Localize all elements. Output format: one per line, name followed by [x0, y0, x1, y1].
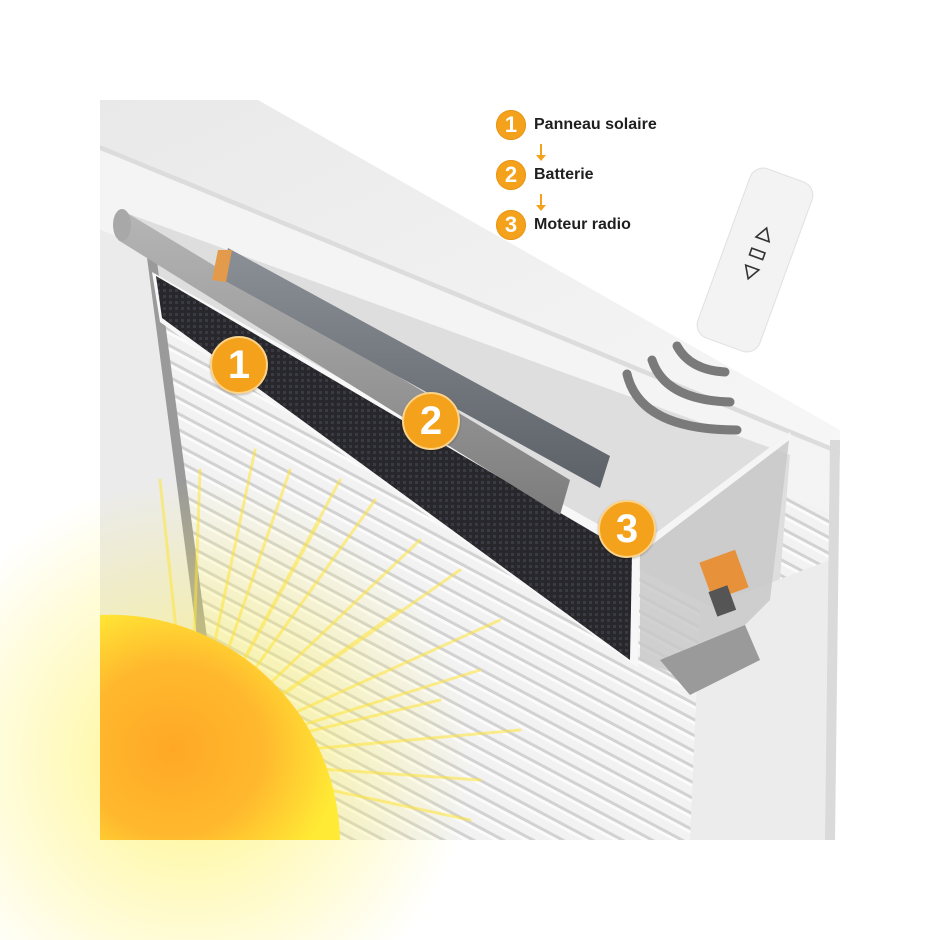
callout-badge-1: 1 [210, 336, 268, 394]
battery [220, 248, 610, 488]
legend-item-solar-panel: 1 Panneau solaire [496, 110, 657, 140]
solar-panel [156, 276, 632, 660]
arrow-down-icon [536, 194, 546, 211]
arrow-down-icon [536, 144, 546, 161]
battery-connector [212, 250, 232, 282]
callout-badge-2: 2 [402, 392, 460, 450]
number-badge-2: 2 [496, 160, 526, 190]
radio-signal-icon [622, 341, 742, 435]
remote-down-button[interactable] [742, 263, 761, 281]
legend-label: Batterie [534, 166, 594, 183]
remote-control [696, 167, 814, 353]
callout-badge-3: 3 [598, 500, 656, 558]
roller-tube [118, 210, 570, 515]
legend-item-battery: 2 Batterie [496, 160, 594, 190]
number-badge-3: 3 [496, 210, 526, 240]
number-badge-1: 1 [496, 110, 526, 140]
remote-stop-button[interactable] [748, 247, 767, 261]
legend-item-radio-motor: 3 Moteur radio [496, 210, 631, 240]
end-bracket [640, 432, 790, 680]
sun [0, 448, 522, 940]
remote-up-button[interactable] [754, 226, 773, 243]
legend-label: Panneau solaire [534, 116, 657, 133]
legend-label: Moteur radio [534, 216, 631, 233]
radio-motor [699, 549, 749, 601]
